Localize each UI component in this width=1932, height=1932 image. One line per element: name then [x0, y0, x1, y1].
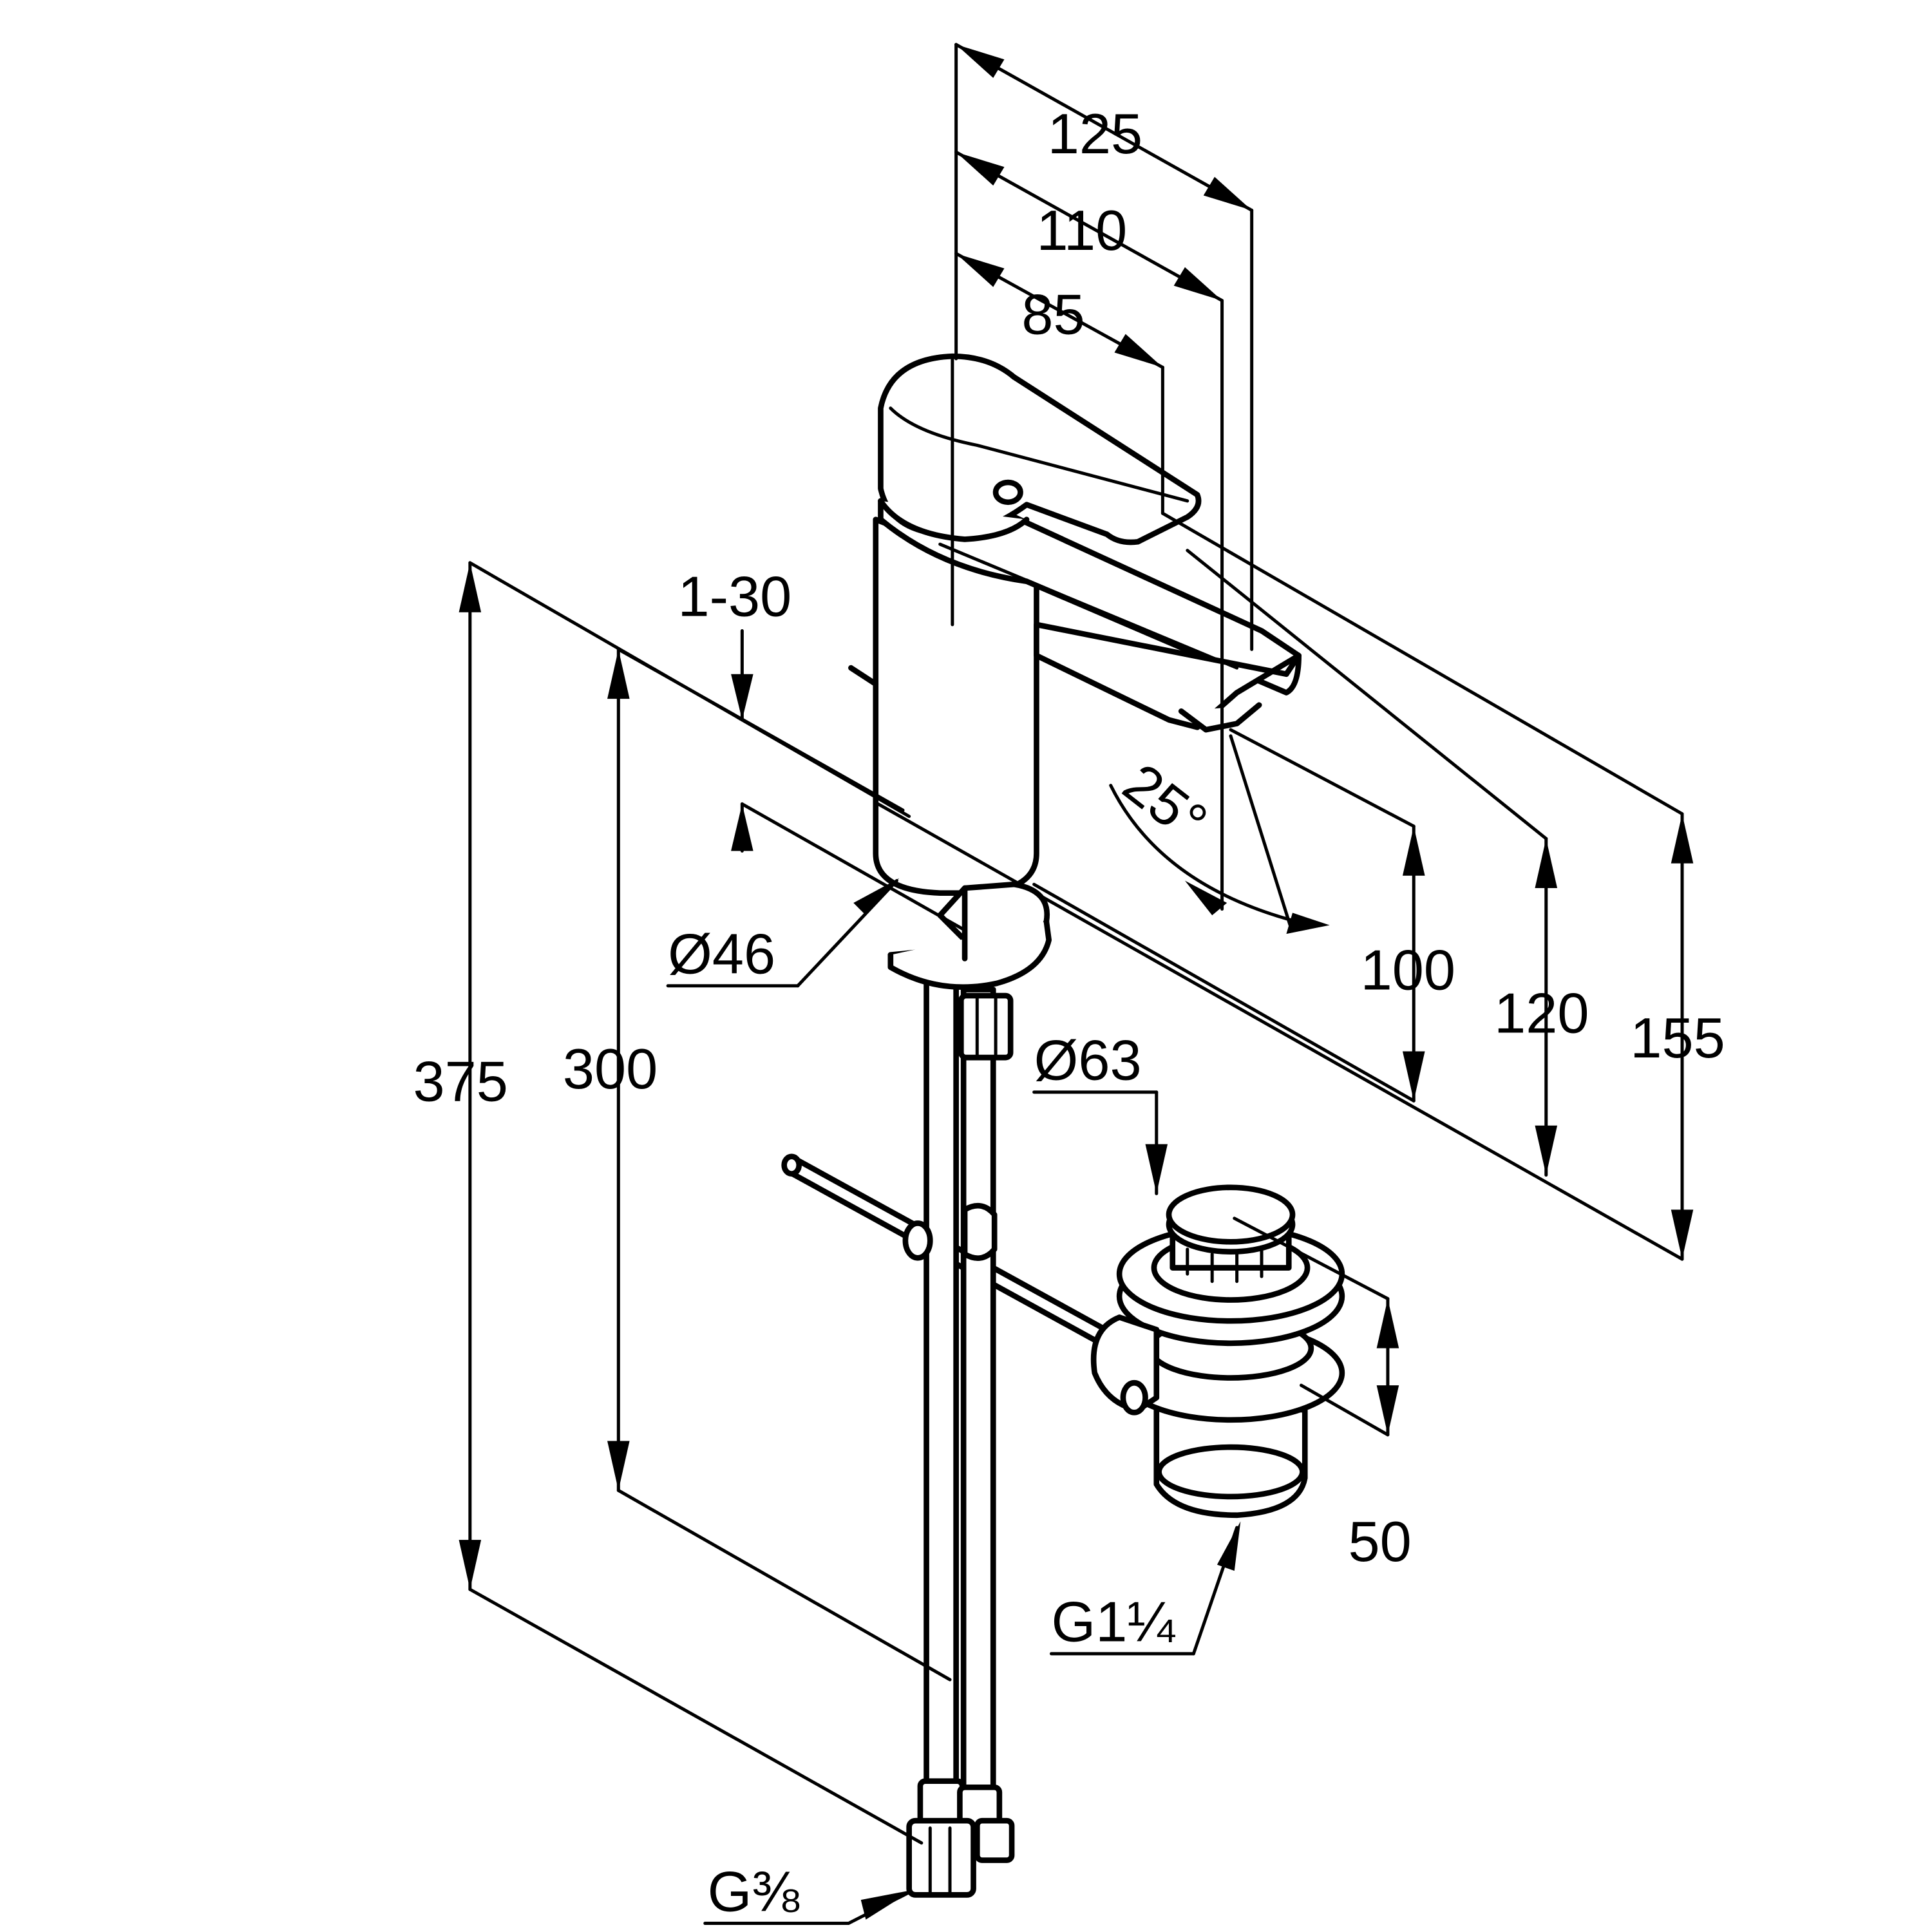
- dim-100: 100: [1361, 938, 1455, 1001]
- hose-clip: [961, 1202, 998, 1261]
- hose-nuts: [906, 1778, 1015, 1898]
- hose-right: [960, 987, 996, 1809]
- waste-valve: [1090, 1184, 1345, 1519]
- dim-hose-thread: G⅜: [708, 1859, 800, 1923]
- dimension-labels: 125 110 85 1-30 25° 100 120 155 375 300 …: [413, 102, 1725, 1923]
- dim-155: 155: [1630, 1006, 1725, 1070]
- dim-110: 110: [1036, 198, 1127, 262]
- faucet-body: [848, 353, 1302, 1061]
- dim-300: 300: [563, 1037, 658, 1101]
- dim-base-diameter: Ø46: [668, 922, 775, 986]
- popup-knob: [848, 665, 879, 687]
- dim-375: 375: [413, 1049, 507, 1113]
- dim-85: 85: [1021, 283, 1084, 346]
- dim-125: 125: [1048, 102, 1142, 166]
- dimension-lines: [459, 43, 1694, 1926]
- rod-clip: [902, 1220, 933, 1261]
- hose-nut-left: [906, 1817, 976, 1898]
- dim-50: 50: [1348, 1510, 1411, 1573]
- fixing-nut: [958, 992, 1014, 1061]
- supply-hoses: [902, 974, 998, 1809]
- dim-120: 120: [1494, 981, 1589, 1045]
- dim-waste-diameter: Ø63: [1034, 1028, 1142, 1092]
- dim-waste-thread: G1¼: [1052, 1590, 1176, 1654]
- hose-nut-right: [974, 1817, 1015, 1863]
- dim-thickness: 1-30: [677, 564, 791, 628]
- dim-angle: 25°: [1112, 751, 1218, 854]
